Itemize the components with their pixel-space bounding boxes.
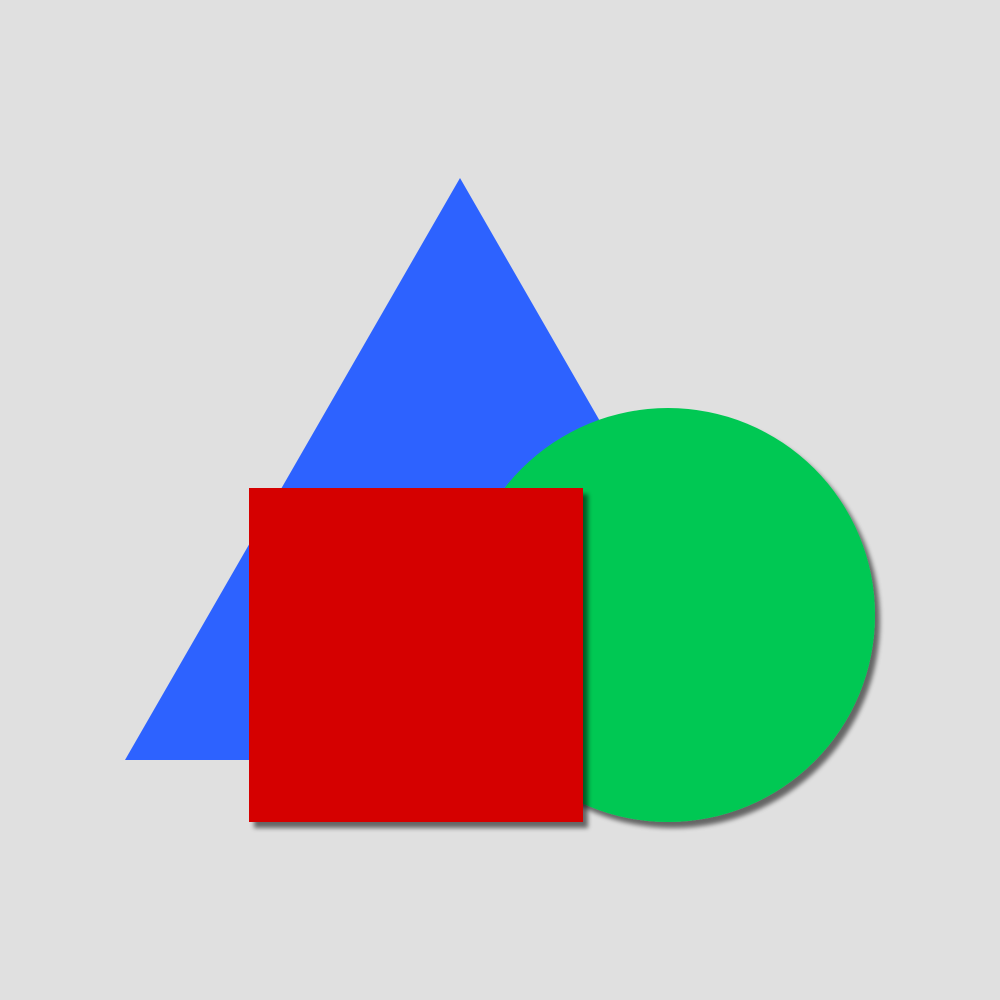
red-square: [249, 488, 583, 822]
